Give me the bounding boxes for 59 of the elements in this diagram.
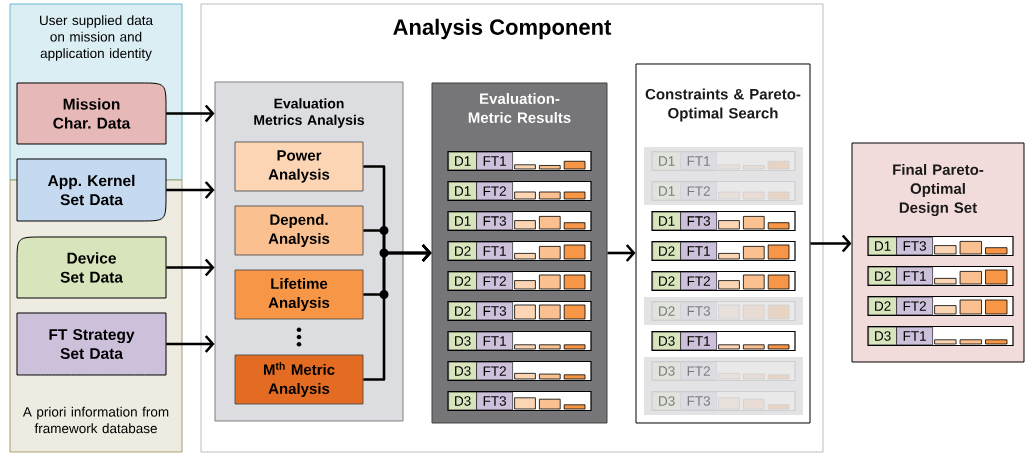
- strategy-cell: FT2: [476, 361, 513, 381]
- arrow: [166, 335, 215, 353]
- device-cell: D2: [868, 296, 897, 316]
- strategy-cell: FT3: [476, 211, 513, 231]
- arrow: [810, 234, 852, 253]
- device-cell: D3: [448, 391, 477, 411]
- metric-box: Depend. Analysis: [234, 205, 364, 256]
- strategy-cell: FT3: [680, 301, 717, 321]
- data-box: FT Strategy Set Data: [16, 312, 167, 376]
- strategy-cell: FT2: [680, 361, 717, 381]
- data-box: Device Set Data: [16, 236, 167, 299]
- strategy-cell: FT1: [680, 151, 717, 171]
- strategy-cell: FT1: [896, 326, 933, 346]
- strategy-cell: FT1: [680, 241, 717, 261]
- strategy-cell: FT3: [476, 301, 513, 321]
- strategy-cell: FT3: [476, 391, 513, 411]
- strategy-cell: FT2: [680, 271, 717, 291]
- device-cell: D2: [448, 271, 477, 291]
- device-cell: D3: [652, 361, 681, 381]
- strategy-cell: FT2: [476, 181, 513, 201]
- strategy-cell: FT1: [476, 241, 513, 261]
- strategy-cell: FT1: [896, 266, 933, 286]
- device-cell: D1: [448, 211, 477, 231]
- strategy-cell: FT1: [476, 331, 513, 351]
- device-cell: D1: [652, 151, 681, 171]
- device-cell: D3: [652, 391, 681, 411]
- device-cell: D2: [652, 271, 681, 291]
- device-cell: D1: [448, 151, 477, 171]
- strategy-cell: FT3: [680, 391, 717, 411]
- arrow: [607, 244, 636, 262]
- metric-box: M$^{th}$ Metric Analysis: [234, 354, 364, 405]
- device-cell: D1: [448, 181, 477, 201]
- arrow: [363, 244, 432, 381]
- device-cell: D2: [448, 301, 477, 321]
- device-cell: D3: [448, 331, 477, 351]
- strategy-cell: FT1: [476, 151, 513, 171]
- device-cell: D2: [652, 301, 681, 321]
- metric-box: Lifetime Analysis: [234, 269, 364, 320]
- arrow: [166, 181, 215, 199]
- device-cell: D1: [652, 181, 681, 201]
- data-box: Mission Char. Data: [16, 82, 167, 145]
- strategy-cell: FT1: [680, 331, 717, 351]
- device-cell: D2: [448, 241, 477, 261]
- data-box: App. Kernel Set Data: [16, 158, 167, 222]
- strategy-cell: FT2: [476, 271, 513, 291]
- strategy-cell: FT2: [680, 181, 717, 201]
- strategy-cell: FT3: [896, 236, 933, 256]
- device-cell: D3: [448, 361, 477, 381]
- device-cell: D3: [652, 331, 681, 351]
- strategy-cell: FT2: [896, 296, 933, 316]
- strategy-cell: FT3: [680, 211, 717, 231]
- device-cell: D3: [868, 326, 897, 346]
- metric-box: Power Analysis: [234, 141, 364, 192]
- arrow: [166, 258, 215, 277]
- device-cell: D1: [652, 211, 681, 231]
- device-cell: D2: [868, 266, 897, 286]
- device-cell: D1: [868, 236, 897, 256]
- arrow: [166, 104, 215, 123]
- device-cell: D2: [652, 241, 681, 261]
